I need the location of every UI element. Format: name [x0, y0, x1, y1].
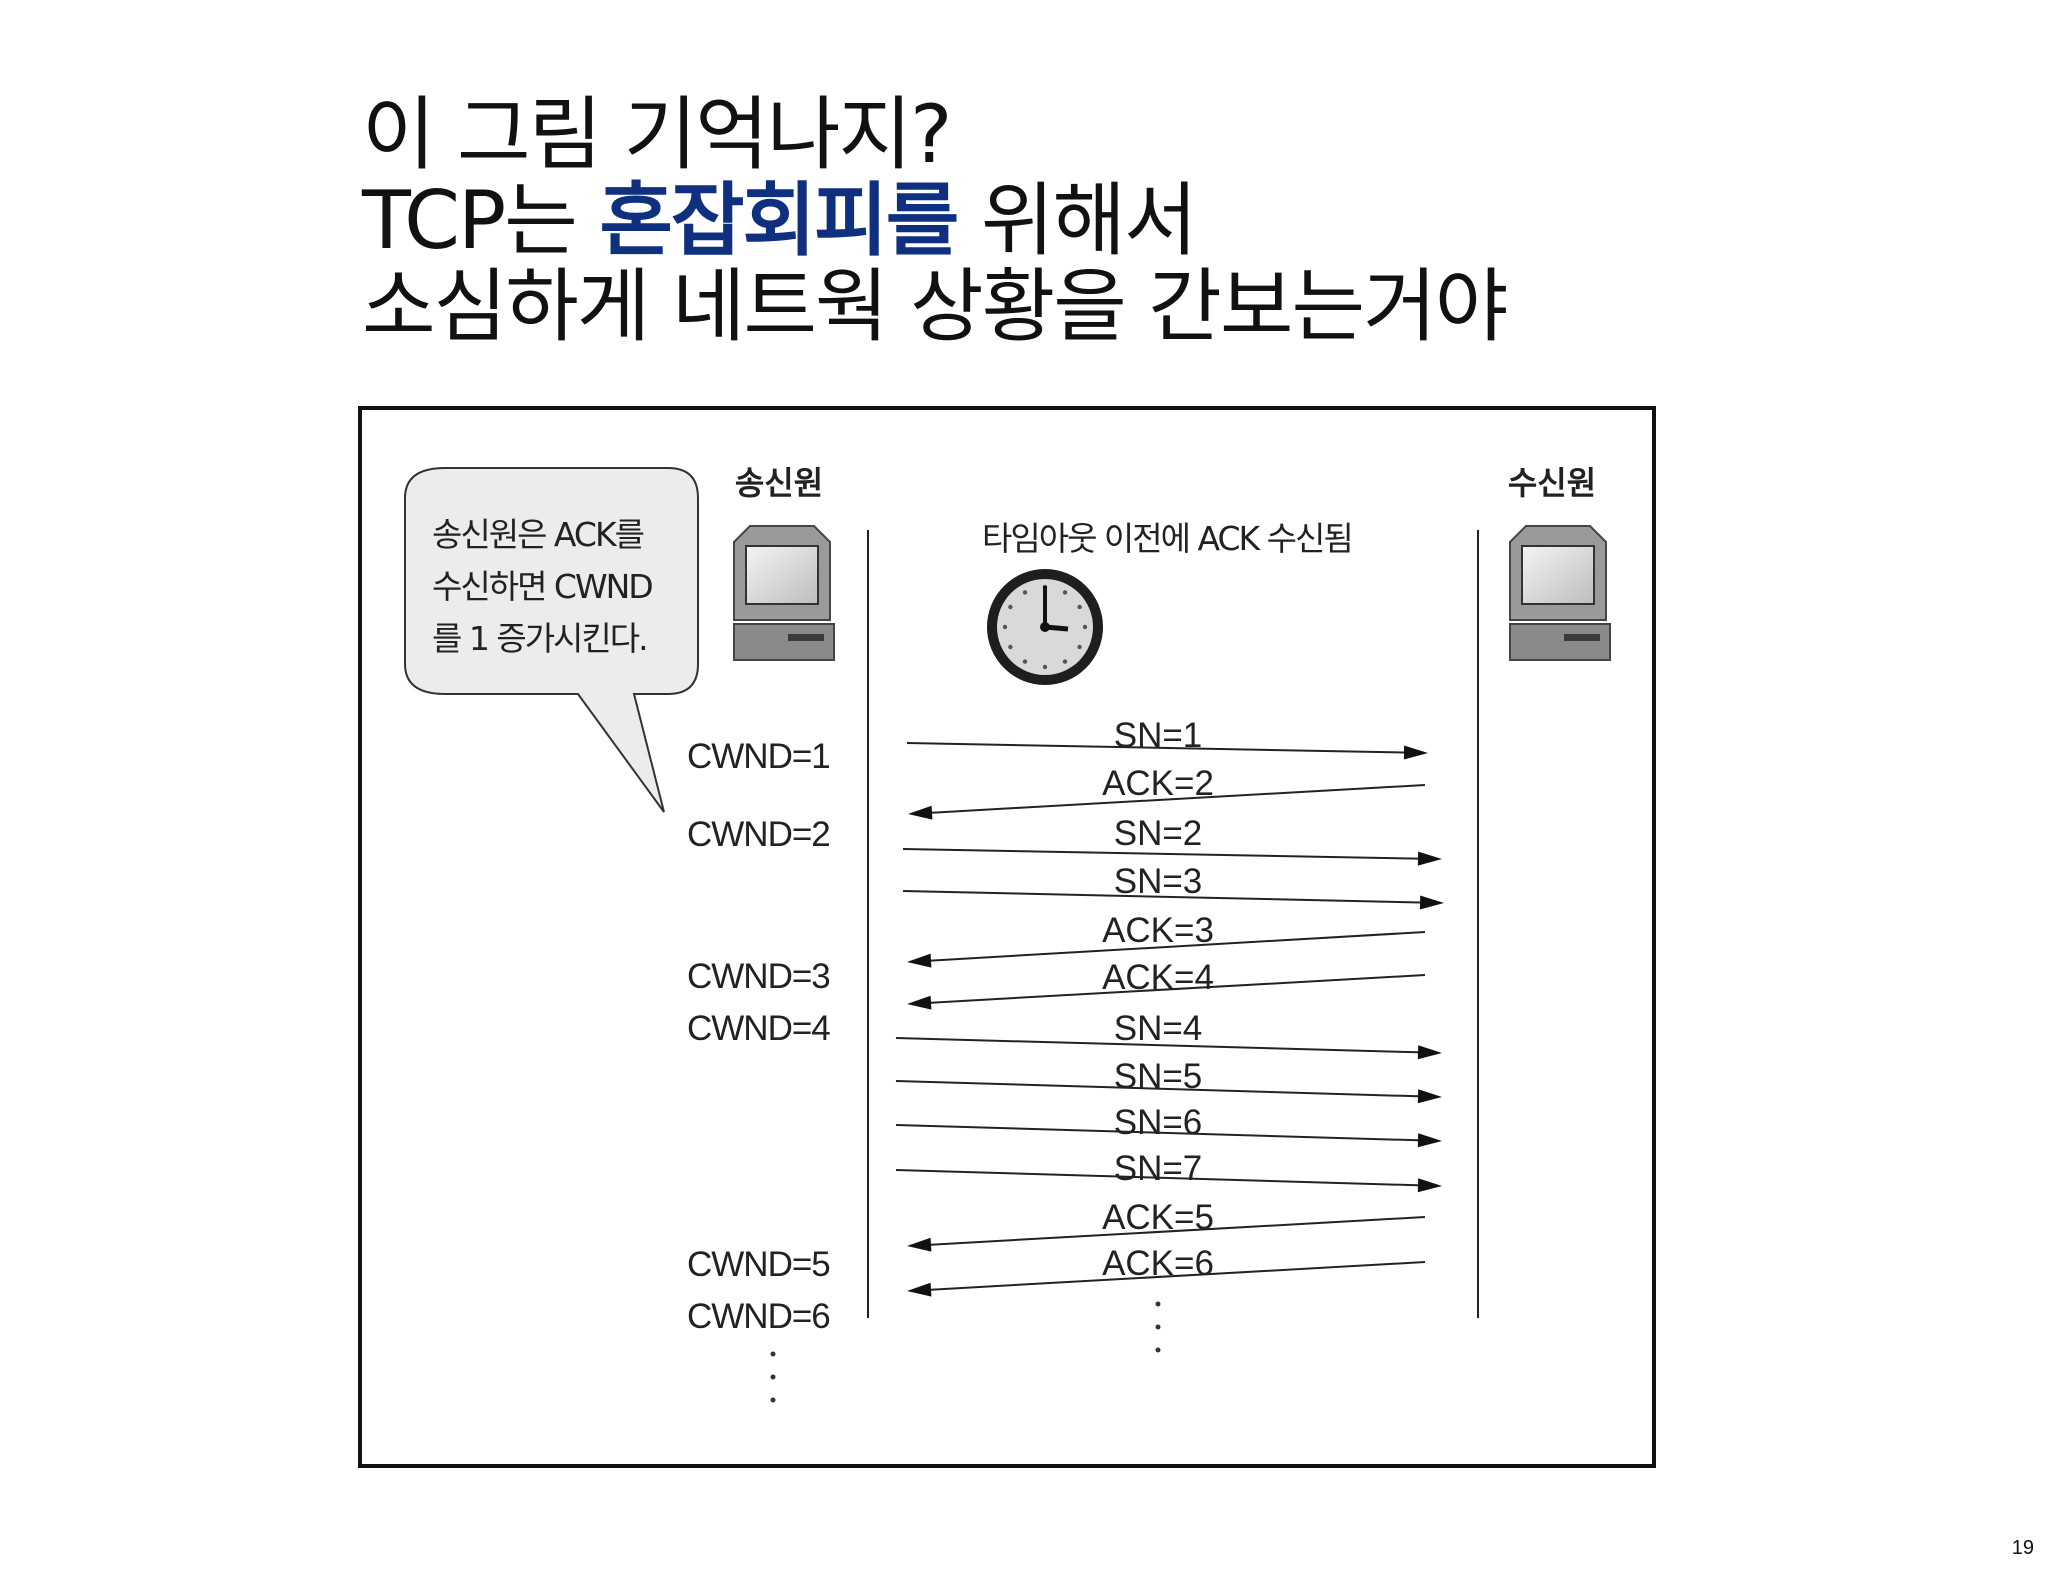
- message-label: SN=7: [1114, 1149, 1203, 1188]
- timeout-label: 타임아웃 이전에 ACK 수신됨: [982, 519, 1352, 558]
- callout-line-1: 송신원은 ACK를: [432, 515, 644, 554]
- message-label: ACK=5: [1102, 1198, 1214, 1237]
- page-number: 19: [2012, 1537, 2034, 1560]
- receiver-label: 수신원: [1508, 464, 1596, 502]
- cwnd-label: CWND=6: [687, 1297, 830, 1336]
- computer-icon: [734, 526, 834, 660]
- cwnd-label: CWND=1: [687, 737, 830, 776]
- message-label: SN=2: [1114, 814, 1203, 853]
- callout-line-3: 를 1 증가시킨다.: [432, 619, 647, 658]
- sender-label: 송신원: [735, 464, 823, 502]
- message-label: ACK=4: [1102, 958, 1214, 997]
- message-label: ACK=2: [1102, 764, 1214, 803]
- message-label: ACK=6: [1102, 1244, 1214, 1283]
- message-label: SN=5: [1114, 1057, 1203, 1096]
- cwnd-label: CWND=4: [687, 1009, 830, 1048]
- message-label: SN=3: [1114, 862, 1203, 901]
- message-label: ACK=3: [1102, 911, 1214, 950]
- computer-icon: [1510, 526, 1610, 660]
- cwnd-label: CWND=3: [687, 957, 830, 996]
- message-label: SN=6: [1114, 1103, 1203, 1142]
- cwnd-label: CWND=5: [687, 1245, 830, 1284]
- clock-icon: [987, 569, 1103, 685]
- message-label: SN=4: [1114, 1009, 1203, 1048]
- cwnd-label: CWND=2: [687, 815, 830, 854]
- callout-line-2: 수신하면 CWND: [432, 567, 652, 606]
- message-label: SN=1: [1114, 716, 1203, 755]
